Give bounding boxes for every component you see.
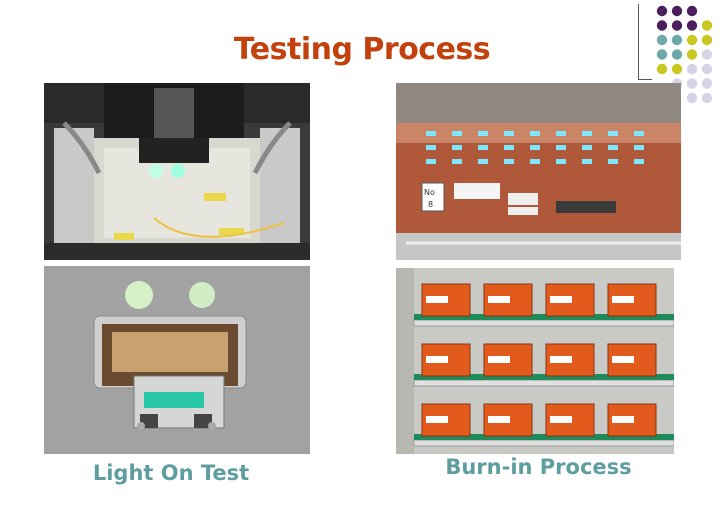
tray-label (550, 356, 572, 363)
decorative-dot (686, 78, 698, 89)
rack-mat (414, 434, 674, 440)
decorative-dot (671, 34, 683, 46)
tray-no-label: No (424, 188, 435, 197)
tray-label (612, 416, 634, 423)
indicator-light (582, 145, 592, 150)
tray-label (426, 356, 448, 363)
indicator-light (582, 159, 592, 164)
tray-label (488, 296, 510, 303)
decorative-dot (686, 49, 698, 60)
decorative-dot (686, 63, 698, 75)
indicator-light (452, 131, 462, 136)
photo-burn-in-tray: No 8 (396, 83, 681, 260)
caption-burn-in-process: Burn-in Process (445, 455, 632, 479)
decorative-dot (686, 20, 698, 31)
corner-divider-vertical (638, 4, 639, 80)
indicator-light (426, 159, 436, 164)
indicator-light (608, 159, 618, 164)
decorative-dot (656, 20, 668, 31)
decorative-dot (701, 92, 713, 104)
decorative-dot (671, 20, 683, 31)
rack-shelf (413, 319, 674, 327)
indicator-light (634, 131, 644, 136)
tray-label (488, 356, 510, 363)
indicator-light (530, 159, 540, 164)
photo-light-on-test (44, 266, 310, 454)
decorative-dot (701, 34, 713, 46)
decorative-dot (656, 49, 668, 60)
indicator-light (556, 159, 566, 164)
indicator-light (634, 145, 644, 150)
tray-label (426, 296, 448, 303)
decorative-dot (686, 34, 698, 46)
tray-label (488, 416, 510, 423)
indicator-light (478, 131, 488, 136)
indicator-light (556, 131, 566, 136)
decorative-dot (656, 34, 668, 46)
slide-title: Testing Process (233, 32, 491, 67)
indicator-light (426, 145, 436, 150)
decorative-dot (656, 5, 668, 17)
indicator-light (478, 159, 488, 164)
tray-label (612, 356, 634, 363)
indicator-light (608, 145, 618, 150)
decorative-dot-grid (656, 5, 713, 104)
decorative-dot (686, 5, 698, 17)
indicator-light (634, 159, 644, 164)
indicator-light (504, 159, 514, 164)
photo-burn-in-racks (396, 268, 674, 454)
indicator-light (478, 145, 488, 150)
indicator-light (452, 145, 462, 150)
decorative-dot (701, 78, 713, 89)
tray-label (550, 296, 572, 303)
tray-label (550, 416, 572, 423)
decorative-dot (701, 20, 713, 31)
indicator-light (556, 145, 566, 150)
decorative-dot (701, 49, 713, 60)
rack-mat (414, 314, 674, 320)
tray-number-label: 8 (428, 200, 433, 209)
rack-shelf (413, 439, 674, 447)
indicator-light (504, 131, 514, 136)
tray-label (426, 416, 448, 423)
indicator-light (426, 131, 436, 136)
indicator-light (530, 131, 540, 136)
rack-shelf (413, 379, 674, 387)
caption-light-on-test: Light On Test (92, 461, 250, 485)
decorative-dot (671, 63, 683, 75)
decorative-dot (671, 5, 683, 17)
indicator-light (452, 159, 462, 164)
indicator-light (608, 131, 618, 136)
decorative-dot (686, 92, 698, 104)
decorative-dot (701, 63, 713, 75)
corner-divider-horizontal (638, 79, 652, 80)
decorative-dot (656, 63, 668, 75)
photo-test-fixture (44, 83, 310, 260)
tray-label (612, 296, 634, 303)
indicator-light (582, 131, 592, 136)
indicator-light (530, 145, 540, 150)
indicator-light (504, 145, 514, 150)
decorative-dot (671, 49, 683, 60)
rack-mat (414, 374, 674, 380)
